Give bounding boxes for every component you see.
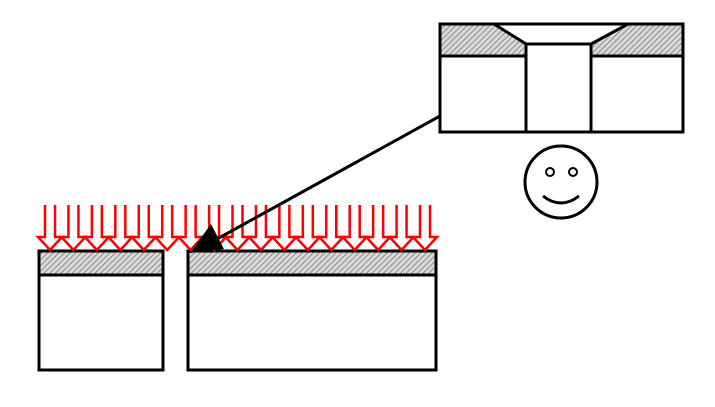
pressure-arrow <box>82 205 112 252</box>
pressure-arrow <box>105 205 136 252</box>
main-coating-left <box>37 249 165 277</box>
face-eye-left <box>545 167 555 177</box>
pressure-arrow <box>339 205 370 252</box>
zoom-pointer-line <box>207 114 441 246</box>
pressure-arrow <box>222 205 253 252</box>
pressure-arrow <box>410 205 440 252</box>
pressure-arrow <box>363 205 393 252</box>
zoom-pointer-arrow <box>190 224 224 253</box>
pressure-arrow <box>58 205 89 252</box>
inset-detail <box>438 22 685 134</box>
pressure-arrow <box>35 205 65 252</box>
pressure-arrow <box>386 205 417 252</box>
inset-coating-right <box>589 22 685 58</box>
pressure-arrow <box>152 205 183 252</box>
main-substrate-right <box>186 273 438 372</box>
main-cross-section <box>37 249 438 372</box>
zoom-pointer <box>190 114 441 253</box>
pressure-arrow <box>292 205 323 252</box>
pressure-arrow <box>316 205 347 252</box>
main-coating-right <box>186 249 438 277</box>
pressure-arrow <box>175 205 206 252</box>
pressure-arrow <box>269 205 300 252</box>
face-smile <box>542 194 580 205</box>
pressure-arrows <box>35 205 440 252</box>
main-substrate-left <box>37 273 165 372</box>
pressure-arrow <box>246 205 276 252</box>
pressure-arrow <box>128 205 159 252</box>
smiley-face-icon <box>523 144 599 220</box>
face-outline <box>523 144 599 220</box>
face-eye-right <box>568 167 578 177</box>
